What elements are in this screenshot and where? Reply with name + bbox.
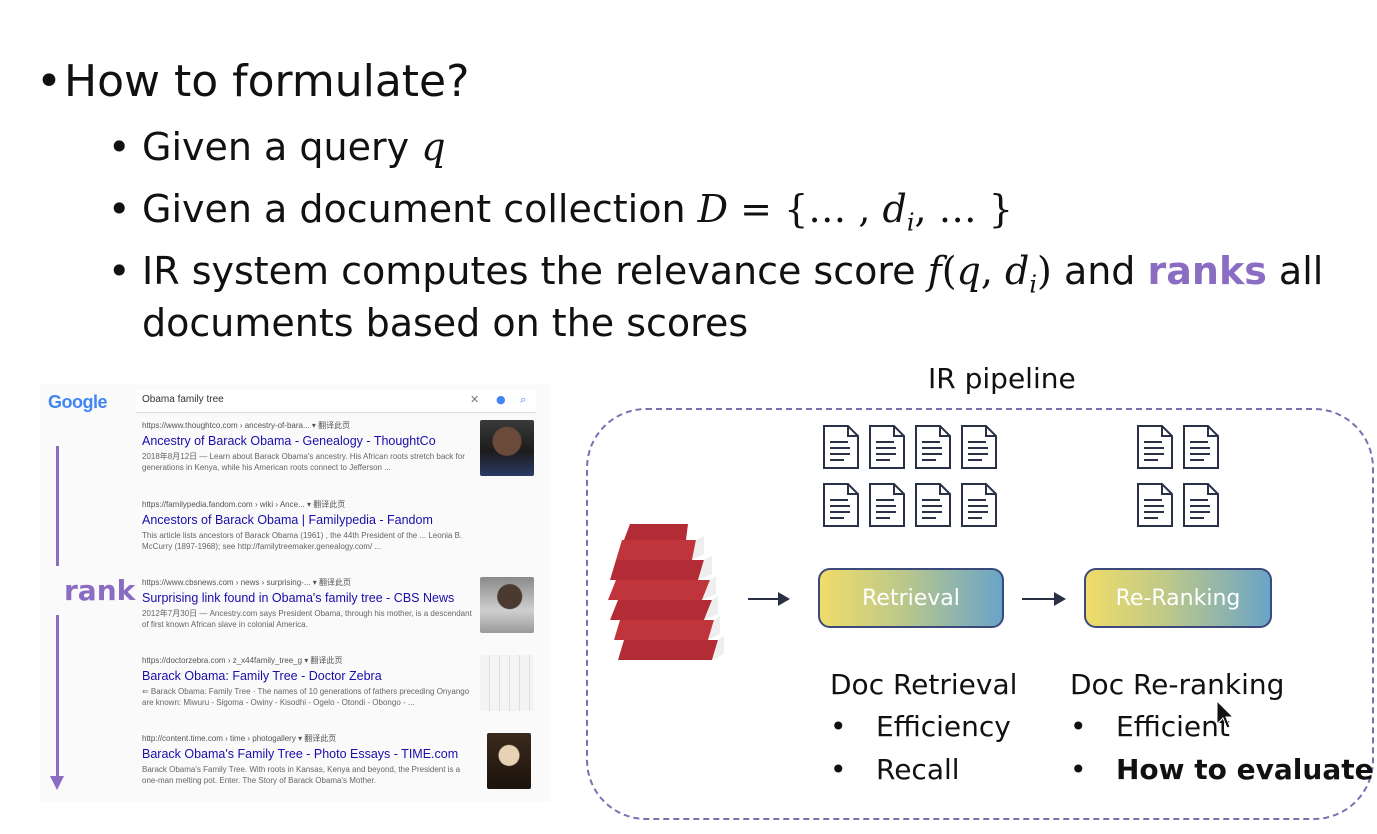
doc-reranking-item-text: Efficient — [1116, 710, 1230, 743]
result-snippet: 2012年7月30日 — Ancestry.com says President… — [142, 609, 472, 629]
result-url[interactable]: https://www.thoughtco.com › ancestry-of-… — [142, 421, 351, 430]
result-title[interactable]: Ancestry of Barack Obama - Genealogy - T… — [142, 434, 436, 448]
bullet-collection: •Given a document collection D = {… , di… — [108, 187, 1013, 237]
math-collection: D = {… , di, … } — [697, 187, 1013, 237]
document-icon — [961, 483, 997, 527]
search-icon[interactable]: ⌕ — [520, 393, 527, 406]
doc-retrieval-item: •Efficiency — [830, 710, 1011, 743]
doc-retrieval-item-text: Recall — [876, 753, 960, 786]
bullet-scoring-all: all — [1266, 249, 1324, 293]
math-close: ) — [1037, 249, 1052, 293]
bullet-main-text: How to formulate? — [64, 56, 470, 107]
result-title[interactable]: Surprising link found in Obama's family … — [142, 591, 455, 605]
doc-reranking-item-text: How to evaluate — [1116, 753, 1374, 786]
search-result: https://www.thoughtco.com › ancestry-of-… — [142, 420, 472, 473]
result-url[interactable]: https://familypedia.fandom.com › wiki › … — [142, 500, 346, 509]
rank-arrow-head — [50, 776, 64, 790]
binders-stack-icon — [608, 524, 724, 660]
result-title[interactable]: Barack Obama's Family Tree - Photo Essay… — [142, 747, 459, 761]
math-d: d — [882, 187, 907, 231]
stage-reranking: Re-Ranking — [1084, 568, 1272, 628]
arrow-to-retrieval — [748, 592, 790, 606]
doc-reranking-item: •How to evaluate — [1070, 753, 1374, 786]
result-title[interactable]: Ancestors of Barack Obama | Familypedia … — [142, 513, 433, 527]
document-icon — [961, 425, 997, 469]
doc-reranking-heading: Doc Re-ranking — [1070, 668, 1285, 701]
math-eq: = {… , — [728, 187, 883, 231]
rank-arrow-line — [56, 446, 59, 566]
bullet-collection-text: Given a document collection — [142, 187, 698, 231]
search-result: https://familypedia.fandom.com › wiki › … — [142, 499, 472, 552]
doc-retrieval-item-text: Efficiency — [876, 710, 1011, 743]
search-result: https://www.cbsnews.com › news › surpris… — [142, 577, 472, 630]
math-i: i — [906, 208, 915, 237]
result-thumbnail[interactable] — [480, 655, 534, 711]
result-snippet: ⇐ Barack Obama: Family Tree · The names … — [142, 687, 470, 707]
result-title[interactable]: Barack Obama: Family Tree - Doctor Zebra — [142, 669, 382, 683]
rank-label: rank — [64, 574, 136, 607]
search-query: Obama family tree — [142, 394, 224, 405]
result-snippet: 2018年8月12日 — Learn about Barack Obama's … — [142, 452, 465, 472]
bullet-scoring-and: and — [1051, 249, 1148, 293]
result-thumbnail[interactable] — [480, 420, 534, 476]
bullet-scoring: •IR system computes the relevance score … — [108, 249, 1324, 299]
document-icon — [869, 425, 905, 469]
stage-retrieval-label: Retrieval — [862, 585, 960, 611]
math-f: f — [927, 249, 942, 293]
mic-icon[interactable]: ● — [496, 393, 506, 406]
document-icon — [1183, 483, 1219, 527]
document-icon — [823, 483, 859, 527]
mouse-cursor-icon — [1216, 700, 1234, 729]
stage-retrieval: Retrieval — [818, 568, 1004, 628]
math-q: q — [421, 125, 446, 169]
math-d2: d — [1005, 249, 1030, 293]
result-snippet: Barack Obama's Family Tree. With roots i… — [142, 765, 461, 785]
result-url[interactable]: http://content.time.com › time › photoga… — [142, 734, 337, 743]
doc-retrieval-item: •Recall — [830, 753, 960, 786]
result-url[interactable]: https://www.cbsnews.com › news › surpris… — [142, 578, 351, 587]
document-icon — [915, 483, 951, 527]
result-thumbnail[interactable] — [480, 577, 534, 633]
result-url[interactable]: https://doctorzebra.com › z_x44family_tr… — [142, 656, 343, 665]
document-icon — [915, 425, 951, 469]
bullet-query: •Given a query q — [108, 125, 446, 169]
math-open: ( — [941, 249, 957, 293]
search-result: https://doctorzebra.com › z_x44family_tr… — [142, 655, 472, 708]
arrow-to-reranking — [1022, 592, 1066, 606]
math-i2: i — [1029, 270, 1038, 299]
search-screenshot: Google Obama family tree ✕ ● ⌕ — [40, 384, 550, 802]
document-icon — [1183, 425, 1219, 469]
math-end: , … } — [914, 187, 1013, 231]
doc-retrieval-heading: Doc Retrieval — [830, 668, 1018, 701]
bullet-query-text: Given a query — [142, 125, 422, 169]
math-score: f(q, di) — [927, 249, 1052, 299]
clear-icon[interactable]: ✕ — [470, 393, 480, 406]
math-q2: q — [956, 249, 981, 293]
result-thumbnail[interactable] — [487, 733, 531, 789]
pipeline-title: IR pipeline — [928, 362, 1076, 395]
google-logo: Google — [48, 392, 108, 412]
doc-reranking-item: •Efficient — [1070, 710, 1230, 743]
bullet-scoring-line2: documents based on the scores — [142, 301, 749, 345]
search-result: http://content.time.com › time › photoga… — [142, 733, 472, 786]
math-sep: , — [980, 249, 1006, 293]
document-icon — [823, 425, 859, 469]
search-bar[interactable]: Obama family tree ✕ ● ⌕ — [136, 390, 536, 413]
bullet-main: •How to formulate? — [36, 56, 470, 107]
stage-reranking-label: Re-Ranking — [1115, 585, 1241, 611]
document-icon — [869, 483, 905, 527]
document-icon — [1137, 425, 1173, 469]
bullet-scoring-text: IR system computes the relevance score — [142, 249, 928, 293]
rank-arrow-line — [56, 615, 59, 780]
math-D: D — [697, 187, 729, 231]
ranks-highlight: ranks — [1147, 249, 1267, 293]
document-icon — [1137, 483, 1173, 527]
result-snippet: This article lists ancestors of Barack O… — [142, 531, 463, 551]
pipeline-box — [586, 408, 1374, 820]
